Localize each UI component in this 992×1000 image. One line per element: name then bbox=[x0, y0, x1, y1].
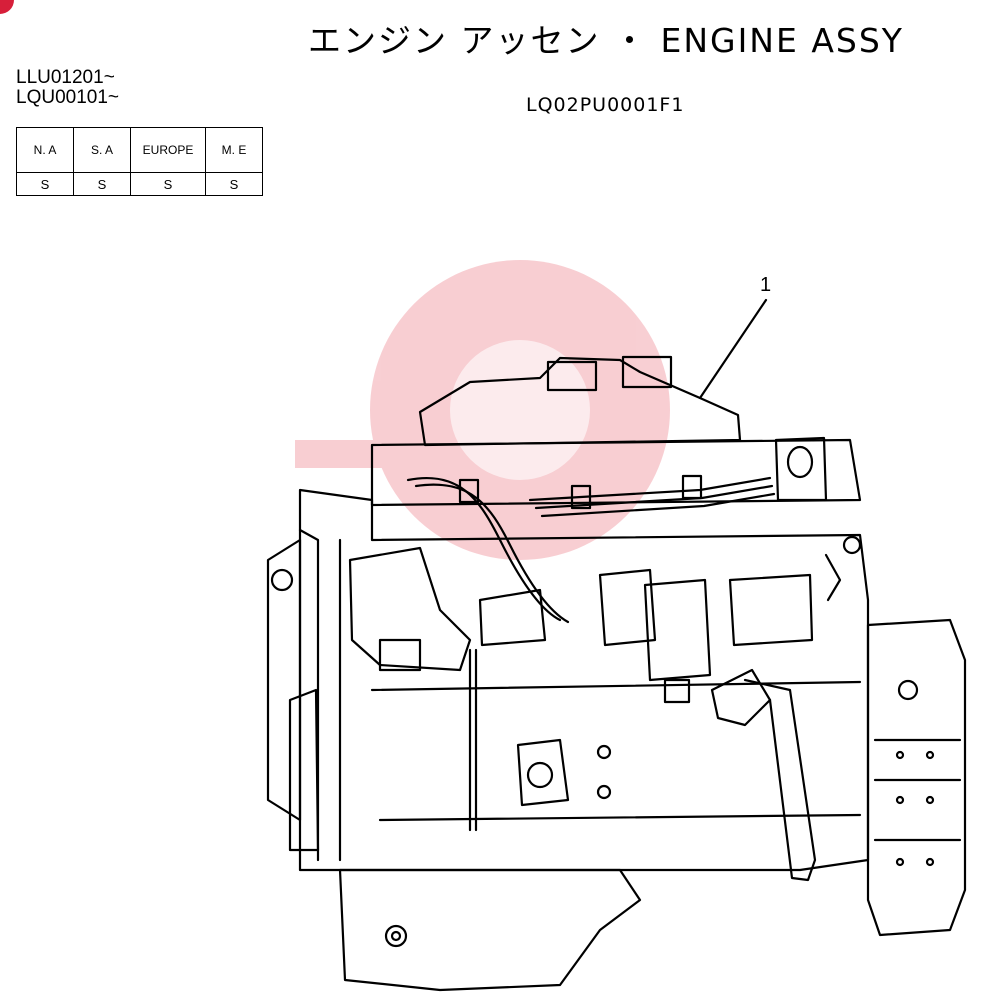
serial-number-1: LLU01201~ bbox=[16, 67, 115, 88]
market-header-me: M. E bbox=[205, 127, 263, 173]
part-callout-1: 1 bbox=[760, 274, 772, 296]
engine-mount bbox=[516, 738, 570, 807]
fuel-filter bbox=[598, 568, 657, 647]
page-title: エンジン アッセン ・ ENGINE ASSY bbox=[308, 21, 904, 60]
flywheel-housing bbox=[866, 618, 967, 937]
market-value-europe: S bbox=[130, 172, 206, 196]
serial-number-2: LQU00101~ bbox=[16, 87, 119, 108]
market-value-na: S bbox=[16, 172, 74, 196]
engine-block bbox=[298, 488, 870, 872]
feed-pump bbox=[710, 668, 772, 727]
serial-number-range: LLU01201~ LQU00101~ bbox=[16, 68, 119, 108]
front-cover bbox=[266, 538, 302, 822]
oil-cooler bbox=[728, 573, 814, 647]
drawing-code: LQ02PU0001F1 bbox=[526, 94, 685, 116]
market-applicability-table: N. A S. A EUROPE M. E S S S S bbox=[16, 127, 263, 196]
market-value-me: S bbox=[205, 172, 263, 196]
oil-pan bbox=[338, 868, 642, 992]
cylinder-head bbox=[370, 438, 862, 507]
market-header-europe: EUROPE bbox=[130, 127, 206, 173]
callout-leader-line bbox=[698, 298, 768, 400]
injection-pump bbox=[348, 546, 472, 672]
